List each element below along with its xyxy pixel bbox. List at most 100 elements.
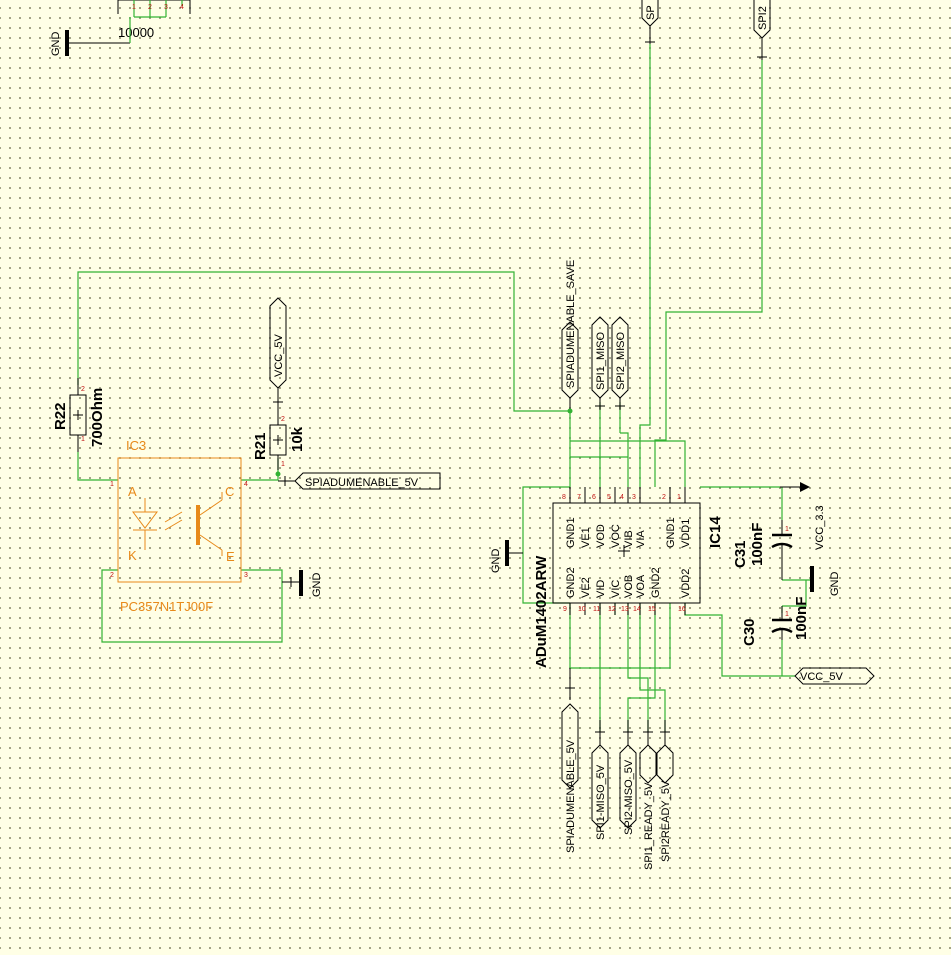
net-label-spi1-miso-5v[interactable]: SPI1-MISO_5V — [591, 720, 609, 840]
svg-text:2: 2 — [148, 4, 152, 11]
net-spi1-miso-5v-text: SPI1-MISO_5V — [595, 764, 607, 840]
gnd-ic14-left[interactable]: GND — [490, 540, 523, 573]
ic14-pinnum-16: 16 — [678, 606, 686, 613]
ic14-pinnum-6: 6 — [592, 494, 596, 501]
ic14-pinnum-8: 8 — [562, 494, 566, 501]
net-label-spi2-miso[interactable]: SPI2_MISO — [611, 316, 629, 410]
net-label-enable-5v-mid[interactable]: SPIADUMENABLE_5V — [278, 472, 441, 490]
gnd-top-left[interactable]: GND — [50, 17, 131, 57]
net-spi2-ready-5v-text: SPI2READY_5V — [660, 780, 672, 862]
net-label-enable-5v-bottom[interactable]: SPIADUMENABLE_5V — [561, 668, 579, 853]
ic14-pinname-4: VIB — [623, 530, 635, 548]
ic14-pinnum-12: 12 — [608, 606, 616, 613]
r21-pin-top: 2 — [281, 416, 285, 423]
resistor-r22[interactable]: 2 1 R22 700Ohm — [52, 378, 106, 452]
vcc-3-3-port[interactable]: VCC_3.3 — [780, 482, 826, 550]
r22-pin-bottom: 1 — [81, 436, 85, 443]
gnd-top-left-label: GND — [50, 32, 62, 57]
r22-ref: R22 — [52, 402, 69, 430]
ic14-pinnum-4: 4 — [620, 494, 624, 501]
ic14-pinname-2: GND1 — [665, 517, 677, 548]
net-label-spi-top[interactable]: SP — [641, 0, 659, 44]
r21-value: 10k — [289, 426, 306, 452]
optocoupler-ic3[interactable]: IC3 PC357N1TJ00F A K E C 1 2 3 4 — [110, 438, 248, 614]
ic14-pinname-8: GND1 — [565, 517, 577, 548]
net-label-enable-save[interactable]: SPIADUMENABLE_SAVE — [561, 260, 579, 414]
net-enable-5v-bottom-text: SPIADUMENABLE_5V — [565, 739, 577, 853]
ic14-pinnum-3: 3 — [632, 494, 636, 501]
ic14-pinname-7: VE1 — [580, 527, 592, 548]
gnd-ic3-right[interactable]: GND — [282, 570, 323, 597]
ic14-part: ADuM1402ARW — [533, 555, 550, 668]
net-label-spi2-top[interactable]: SPI2 — [753, 0, 771, 60]
ic14-pinname-1: VDD1 — [680, 519, 692, 548]
ic3-pin-c: C — [225, 484, 234, 499]
ic14-pinnum-1: 1 — [677, 494, 681, 501]
ic14-pinname-14: VOA — [635, 574, 647, 598]
gnd-c31-right-label: GND — [829, 572, 841, 597]
r21-ref: R21 — [252, 432, 269, 460]
c30-pin: 1 — [785, 611, 789, 618]
gnd-c31-right[interactable]: GND — [810, 566, 841, 597]
c31-value: 100nF — [749, 523, 766, 566]
capacitor-c30[interactable]: 1 C30 100nF — [741, 597, 810, 646]
net-label-spi2-ready-5v[interactable]: SPI2READY_5V — [656, 720, 674, 862]
ic14-pinnum-10: 10 — [578, 606, 586, 613]
ic14-pinnum-5: 5 — [607, 494, 611, 501]
net-enable-save-text: SPIADUMENABLE_SAVE — [565, 260, 577, 388]
svg-text:3: 3 — [164, 4, 168, 11]
gnd-ic14-left-label: GND — [490, 549, 502, 574]
net-spi-top-text: SP — [645, 5, 657, 20]
net-label-vcc5v-right[interactable]: VCC_5V — [794, 667, 875, 685]
net-label-vcc5v-top[interactable]: VCC_5V — [269, 297, 287, 408]
r22-pin-top: 2 — [81, 386, 85, 393]
vcc-3-3-label: VCC_3.3 — [814, 505, 826, 550]
ic3-pin-k: K — [128, 548, 137, 563]
ic14-pinnum-7: 7 — [577, 494, 581, 501]
ic14-pinname-16: VDD2 — [680, 569, 692, 598]
ic3-pin-a: A — [128, 484, 137, 499]
ic14-ref: IC14 — [707, 516, 724, 548]
net-spi2-top-text: SPI2 — [757, 6, 769, 30]
ic3-pinnum-1: 1 — [110, 481, 114, 488]
ic14-pinname-11: VID — [595, 580, 607, 598]
svg-text:4: 4 — [180, 4, 184, 11]
net-spi1-ready-5v-text: SPI1_READY_5V — [643, 782, 655, 870]
net-vcc5v-right-text: VCC_5V — [800, 671, 843, 683]
ic14-pinname-5: VOC — [610, 524, 622, 548]
ic14-pinname-15: GND2 — [650, 567, 662, 598]
net-label-spi1-ready-5v[interactable]: SPI1_READY_5V — [639, 720, 657, 870]
ic3-pinnum-3: 3 — [244, 572, 248, 579]
top-connector[interactable]: 1 2 3 4 10000 — [117, 0, 191, 40]
svg-text:1: 1 — [132, 4, 136, 11]
c30-ref: C30 — [741, 618, 758, 646]
led-diode-icon — [132, 498, 183, 550]
ic3-ref: IC3 — [126, 438, 146, 453]
net-spi2-miso-5v-text: SPI2-MISO_5V — [623, 759, 635, 835]
ic14-pinname-10: VE2 — [580, 577, 592, 598]
ic14-pinnum-15: 15 — [648, 606, 656, 613]
top-part-value: 10000 — [118, 25, 154, 40]
net-spi1-miso-text: SPI1_MISO — [595, 331, 607, 390]
ic3-pinnum-2: 2 — [110, 572, 114, 579]
net-spi2-miso-text: SPI2_MISO — [615, 331, 627, 390]
r22-value: 700Ohm — [89, 388, 106, 447]
phototransistor-icon — [196, 492, 223, 556]
ic3-pinnum-4: 4 — [244, 481, 248, 488]
ic14-pinname-6: VOD — [595, 524, 607, 548]
ic14-pinname-3: VIA — [635, 530, 647, 548]
net-label-spi1-miso[interactable]: SPI1_MISO — [591, 316, 609, 410]
net-label-spi2-miso-5v[interactable]: SPI2-MISO_5V — [619, 720, 637, 835]
ic14-pinname-9: GND2 — [565, 567, 577, 598]
ic14-pinnum-13: 13 — [621, 606, 629, 613]
net-enable-5v-mid-text: SPIADUMENABLE_5V — [305, 477, 419, 489]
r21-pin-bottom: 1 — [281, 461, 285, 468]
ic14-pinnum-2: 2 — [662, 494, 666, 501]
ic3-part: PC357N1TJ00F — [120, 599, 213, 614]
resistor-r21[interactable]: 2 1 R21 10k — [252, 408, 306, 477]
ic14-pinnum-9: 9 — [563, 606, 567, 613]
capacitor-c31[interactable]: 1 C31 100nF — [732, 520, 793, 580]
